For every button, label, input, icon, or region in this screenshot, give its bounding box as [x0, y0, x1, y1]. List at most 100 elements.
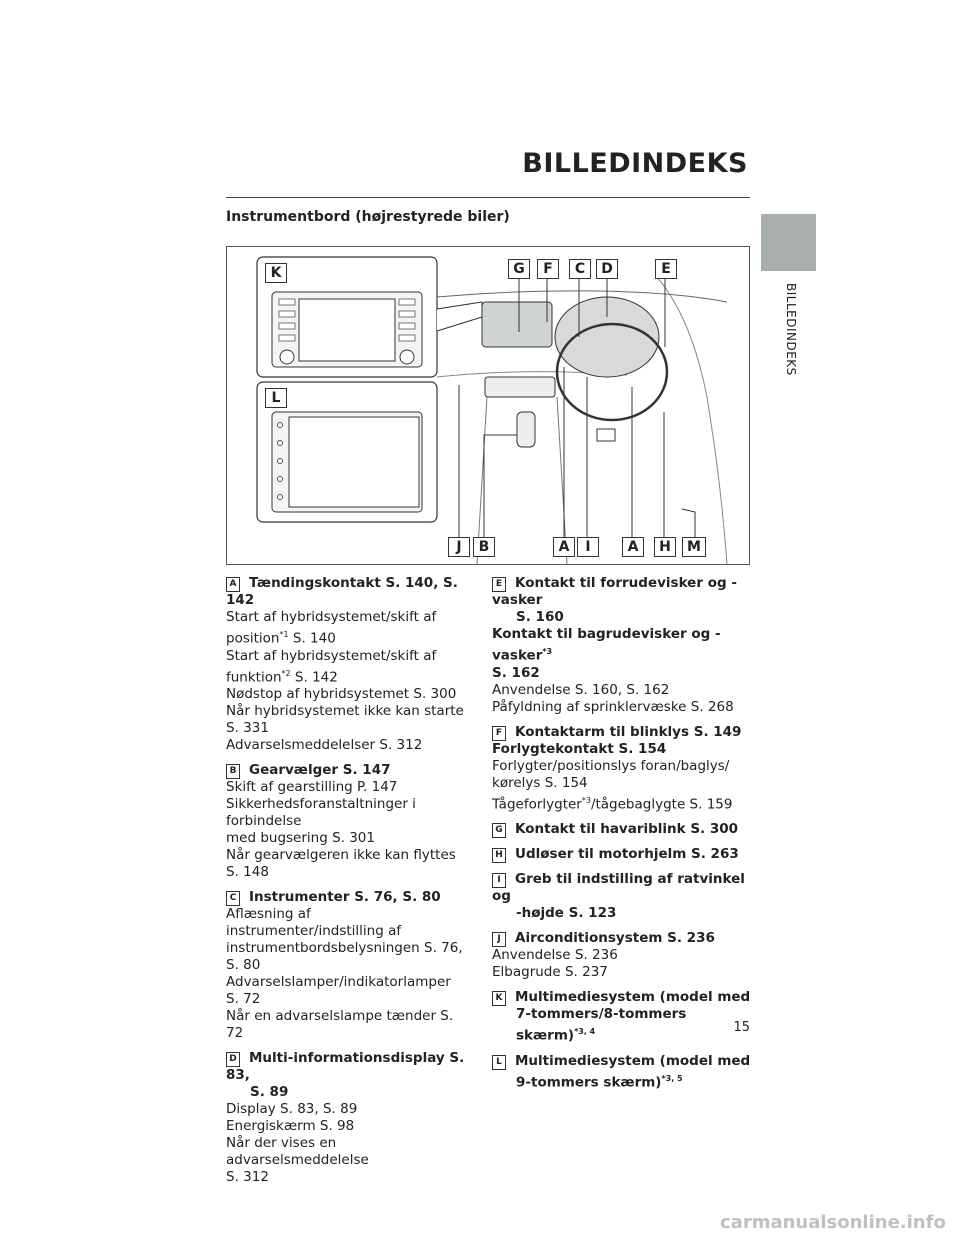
entry-f-head: Kontaktarm til blinklys S. 149	[515, 723, 742, 740]
callout-g: G	[508, 259, 530, 279]
section-heading: Instrumentbord (højrestyrede biler)	[226, 209, 510, 225]
unit-k-buttons	[278, 298, 416, 342]
entry-h: H Udløser til motorhjelm S. 263	[492, 846, 754, 863]
entry-b-line: Skift af gearstilling P. 147	[226, 779, 398, 795]
entry-d-head: Multi-informationsdisplay S. 83,	[226, 1050, 465, 1083]
entry-a-line: Advarselsmeddelelser S. 312	[226, 737, 423, 753]
badge-h: H	[492, 848, 506, 863]
entry-a-line: funktion	[226, 669, 282, 685]
entry-a-head: Tændingskontakt S. 140, S. 142	[226, 575, 458, 608]
callout-b: B	[473, 537, 495, 557]
entry-e-head-rear-page: S. 162	[492, 664, 540, 681]
entry-d-line: Når der vises en advarselsmeddelelse	[226, 1135, 369, 1168]
footnote-marker: *3, 5	[661, 1073, 683, 1083]
title-rule	[226, 197, 750, 198]
callout-m: M	[682, 537, 706, 557]
chapter-tab	[761, 214, 816, 271]
callout-e: E	[655, 259, 677, 279]
entry-e-line: Påfyldning af sprinklervæske S. 268	[492, 698, 734, 715]
unit-k-tune-knob	[399, 349, 415, 365]
entry-e-head-rear: Kontakt til bagrudevisker og -vasker	[492, 626, 721, 664]
entry-a-line: position	[226, 630, 280, 647]
leader-lines	[458, 277, 696, 537]
entry-b-line: Når gearvælgeren ikke kan flyttes S. 148	[226, 847, 456, 880]
entry-d-line: Display S. 83, S. 89	[226, 1101, 358, 1117]
entry-f-head-b: Forlygtekontakt S. 154	[492, 740, 667, 757]
page-title: BILLEDINDEKS	[522, 148, 748, 179]
watermark: carmanualsonline.info	[720, 1212, 946, 1233]
entry-a-line: Nødstop af hybridsystemet S. 300	[226, 686, 457, 702]
entry-a-line: Når hybridsystemet ikke kan starte S. 33…	[226, 703, 464, 736]
callout-i: I	[577, 537, 599, 557]
callout-c: C	[569, 259, 591, 279]
entry-c-line: Når en advarselslampe tænder S. 72	[226, 1008, 454, 1041]
callout-j: J	[448, 537, 470, 557]
badge-a: A	[226, 577, 240, 592]
entry-a-line: Start af hybridsystemet/skift af	[226, 609, 437, 625]
entry-a-line: S. 140	[288, 630, 336, 647]
pedal	[596, 428, 616, 442]
gear-lever	[516, 411, 536, 448]
entry-g-head: Kontakt til havariblink S. 300	[515, 821, 739, 837]
callout-h: H	[654, 537, 676, 557]
badge-i: I	[492, 873, 506, 888]
entry-a-line: S. 142	[290, 669, 338, 685]
entry-f-line: Tågeforlygter	[492, 796, 582, 812]
entry-l-head-cont: 9-tommers skærm)	[516, 1074, 662, 1090]
console-lines	[476, 396, 568, 564]
unit-k-volume-knob	[279, 349, 295, 365]
entry-f-line: /tågebaglygte S. 159	[590, 796, 733, 812]
entry-j-head: Airconditionsystem S. 236	[515, 930, 715, 946]
entry-b-line: med bugsering S. 301	[226, 830, 375, 846]
chapter-side-label: BILLEDINDEKS	[784, 283, 798, 376]
entry-a-line: Start af hybridsystemet/skift af	[226, 647, 437, 664]
entry-h-head: Udløser til motorhjelm S. 263	[515, 846, 739, 862]
entry-c-line: instrumentbordsbelysningen S. 76, S. 80	[226, 940, 463, 973]
footnote-marker: *1	[279, 630, 289, 639]
footnote-marker: *3, 4	[574, 1027, 596, 1036]
entry-i-head: Greb til indstilling af ratvinkel og	[492, 871, 745, 904]
entry-c-line: Aflæsning af instrumenter/indstilling af	[226, 906, 402, 939]
entry-f-line: kørelys S. 154	[492, 774, 588, 791]
aircon-panel	[484, 376, 556, 398]
entry-e-head-cont: S. 160	[516, 609, 564, 625]
entry-d-line: S. 312	[226, 1169, 269, 1185]
center-screen	[481, 301, 553, 348]
callout-a: A	[553, 537, 575, 557]
unit-k-screen	[298, 298, 396, 362]
dashboard-drawing	[256, 256, 728, 564]
footnote-marker: *3	[542, 647, 553, 656]
steering-wheel	[555, 322, 669, 422]
callout-f: F	[537, 259, 559, 279]
badge-e: E	[492, 577, 506, 592]
unit-l-screen	[288, 416, 420, 508]
entry-l-head: Multimediesystem (model med	[515, 1052, 751, 1069]
dash-top	[436, 290, 728, 303]
footnote-marker: *2	[281, 668, 291, 678]
entry-d-head-cont: S. 89	[250, 1084, 289, 1100]
badge-d: D	[226, 1052, 240, 1067]
entry-e-line: Anvendelse S. 160, S. 162	[492, 681, 670, 698]
inset-connector	[436, 301, 483, 332]
entry-e-head: Kontakt til forrudevisker og -vasker	[492, 575, 737, 608]
badge-c: C	[226, 891, 240, 906]
door-line	[656, 276, 728, 564]
entry-k-head-cont: 7-tommers/8-tommers skærm)	[516, 1006, 687, 1044]
entry-k-head: Multimediesystem (model med	[515, 989, 751, 1005]
badge-f: F	[492, 725, 506, 741]
entry-j-line: Anvendelse S. 236	[492, 947, 618, 963]
callout-l: L	[265, 388, 287, 408]
callout-d: D	[596, 259, 618, 279]
